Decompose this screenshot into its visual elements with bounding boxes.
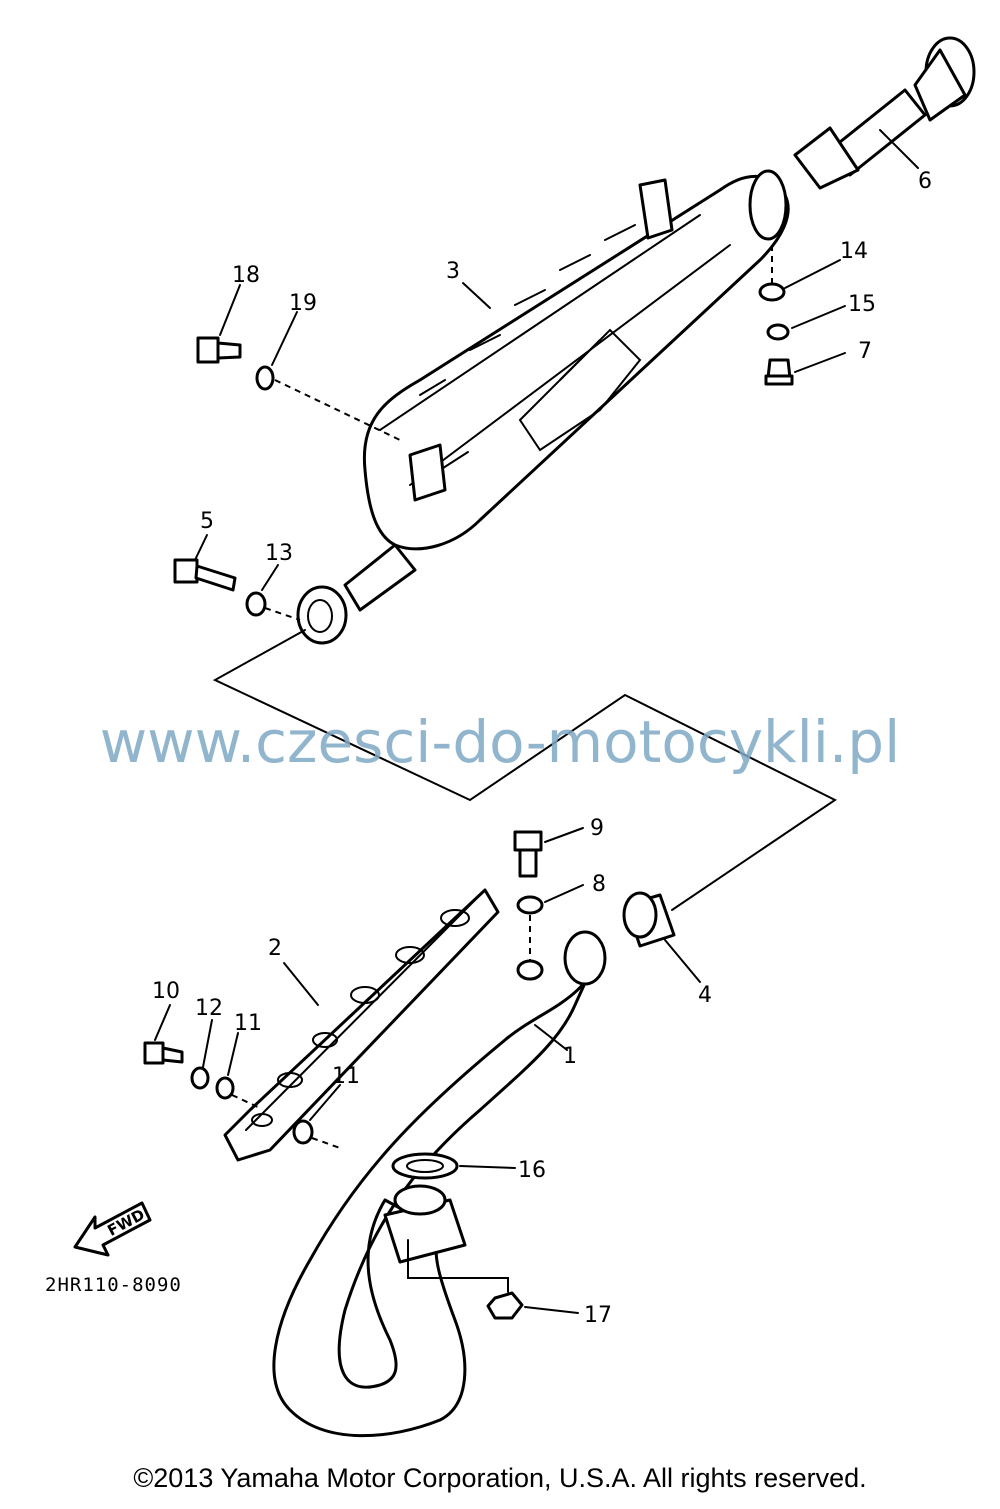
drain-washer-15: [766, 323, 790, 341]
clamp-guide-line: [264, 607, 301, 621]
callout-11-upper: 11: [234, 1011, 262, 1036]
callout-11-lower: 11: [332, 1064, 360, 1089]
bolt-10: [143, 1041, 184, 1065]
joint-collar-4: [622, 891, 676, 948]
callout-9: 9: [590, 816, 604, 841]
copyright-notice: ©2013 Yamaha Motor Corporation, U.S.A. A…: [133, 1463, 867, 1493]
lock-washer-12: [190, 1066, 210, 1090]
callout-3: 3: [446, 259, 460, 284]
washer-13: [245, 591, 267, 617]
callout-7: 7: [858, 339, 872, 364]
callout-13: 13: [265, 541, 293, 566]
callout-14: 14: [840, 239, 868, 264]
callout-19: 19: [289, 291, 317, 316]
tail-pipe: [793, 36, 976, 190]
exhaust-header-pipe: [272, 930, 607, 1438]
callout-18: 18: [232, 263, 260, 288]
protector-guide-line-a: [231, 1094, 261, 1109]
collar-11-upper: [215, 1076, 235, 1100]
bolt-9: [513, 830, 543, 878]
diagram-reference-code: 2HR110-8090: [45, 1274, 182, 1296]
callout-labels: 1 2 3 4 5 6 7 8 9 10 11 11 12 13 14 15 1…: [152, 169, 932, 1328]
nut-guide-line: [407, 1239, 509, 1293]
leader-lines: [154, 129, 919, 1314]
callout-10: 10: [152, 979, 180, 1004]
header-flange: [383, 1184, 467, 1264]
callout-6: 6: [918, 169, 932, 194]
silencer-muffler: [343, 169, 790, 612]
washer-8: [516, 895, 544, 915]
flange-nut-17: [486, 1291, 524, 1320]
bolt-5: [173, 558, 237, 592]
drain-bolt-7: [764, 358, 794, 386]
callout-5: 5: [200, 509, 214, 534]
callout-12: 12: [195, 996, 223, 1021]
callout-8: 8: [592, 872, 606, 897]
protector-guide-line-b: [311, 1137, 341, 1149]
drain-washer-14: [758, 282, 786, 302]
assembly-link-outline: [212, 629, 837, 911]
site-watermark: www.czesci-do-motocykli.pl: [99, 708, 901, 776]
callout-2: 2: [268, 936, 282, 961]
mount-guide-line-upper: [274, 379, 401, 441]
callout-16: 16: [518, 1158, 546, 1183]
callout-1: 1: [563, 1044, 577, 1069]
heat-protector: [223, 888, 500, 1162]
callout-17: 17: [584, 1303, 612, 1328]
bolt-18: [196, 336, 242, 364]
gasket-16: [391, 1152, 459, 1180]
collar-11-lower: [292, 1119, 314, 1145]
forward-arrow-icon: FWD: [73, 1201, 152, 1257]
muffler-inlet-clamp: [296, 585, 348, 645]
callout-4: 4: [698, 983, 712, 1008]
callout-15: 15: [848, 292, 876, 317]
washer-19: [255, 365, 275, 391]
